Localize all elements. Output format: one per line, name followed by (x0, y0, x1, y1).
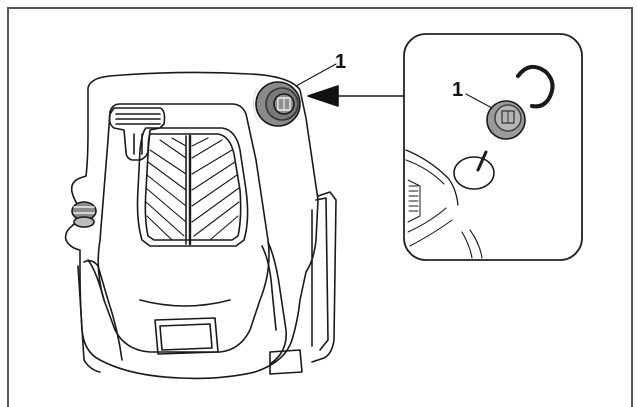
rotation-arrow-icon (516, 64, 555, 109)
air-filter-grille (136, 127, 249, 247)
side-housing (269, 191, 337, 375)
side-knob-icon (71, 201, 97, 228)
figure-frame (7, 7, 633, 407)
callout-label-main: 1 (335, 51, 346, 73)
callout-label-inset: 1 (452, 79, 463, 101)
dipstick-handle-icon (108, 107, 166, 161)
callout-leader-line (295, 63, 337, 87)
detail-inset (403, 33, 583, 261)
pointer-arrow-icon (307, 85, 405, 107)
fuel-cap-icon (252, 81, 301, 127)
